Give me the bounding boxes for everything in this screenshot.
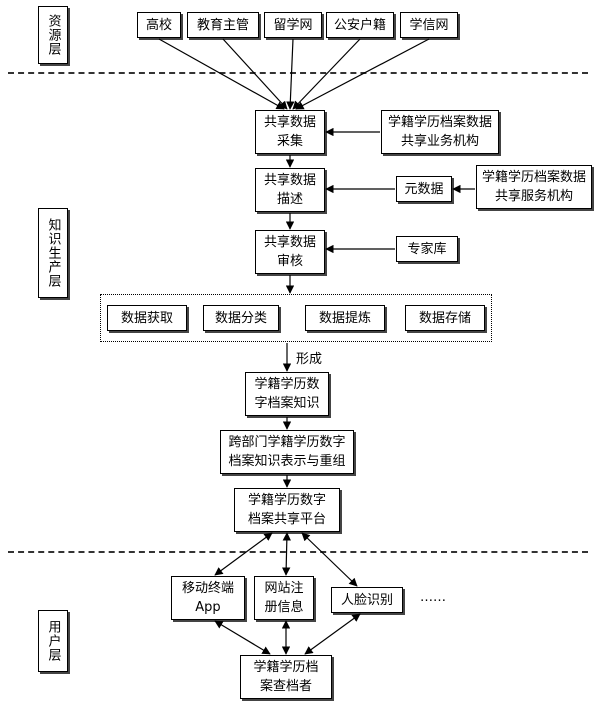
step-collect: 共享数据 采集	[255, 110, 325, 154]
mobile-app-box: 移动终端 App	[171, 576, 245, 620]
source-label: 公安户籍	[333, 17, 386, 33]
recombine-label: 跨部门学籍学历数字 档案知识表示与重组	[228, 435, 346, 469]
arrow-chsi-collect	[295, 38, 430, 110]
process-classify: 数据分类	[203, 305, 279, 331]
layer-label-resource: 资源层	[38, 6, 68, 64]
arrow-platform-mobile	[214, 532, 273, 576]
mobile-app-label: 移动终端 App	[181, 581, 234, 615]
arrow-face-querier	[304, 613, 361, 655]
web-registration-box: 网站注 册信息	[254, 576, 314, 620]
metadata-label: 元数据	[404, 181, 444, 197]
source-label: 学信网	[409, 17, 449, 33]
process-refine: 数据提炼	[305, 305, 385, 331]
arrow-education-collect	[222, 38, 288, 110]
process-acquire: 数据获取	[107, 305, 187, 331]
layer-divider-bottom	[8, 551, 588, 553]
platform-label: 学籍学历数字 档案共享平台	[247, 493, 326, 527]
source-box-university: 高校	[137, 12, 181, 38]
expert-db-box: 专家库	[396, 236, 458, 262]
face-recognition-box: 人脸识别	[331, 587, 403, 613]
process-store: 数据存储	[405, 305, 485, 331]
arrow-university-collect	[158, 38, 285, 110]
source-box-chsi: 学信网	[400, 12, 458, 38]
step-review: 共享数据 审核	[255, 230, 325, 274]
more-terminals-ellipsis: ……	[420, 590, 446, 605]
arrow-household-collect	[292, 38, 361, 110]
source-box-education-authority: 教育主管	[187, 12, 259, 38]
face-recognition-label: 人脸识别	[340, 592, 393, 608]
metadata-box: 元数据	[396, 176, 452, 202]
layer-divider-top	[8, 72, 588, 74]
source-label: 教育主管	[196, 17, 249, 33]
process-label: 数据获取	[120, 310, 173, 326]
source-box-household-registration: 公安户籍	[326, 12, 394, 38]
process-label: 数据分类	[214, 310, 267, 326]
querier-box: 学籍学历档 案查档者	[240, 655, 332, 699]
step-collect-label: 共享数据 采集	[263, 115, 316, 149]
step-review-label: 共享数据 审核	[263, 235, 316, 269]
step-describe: 共享数据 描述	[255, 168, 325, 212]
arrow-mobile-querier	[214, 620, 271, 655]
source-box-study-abroad: 留学网	[264, 12, 322, 38]
process-group	[100, 294, 492, 342]
process-label: 数据存储	[418, 310, 471, 326]
process-label: 数据提炼	[318, 310, 371, 326]
knowledge-label: 学籍学历数 字档案知识	[254, 377, 320, 411]
step-describe-label: 共享数据 描述	[263, 173, 316, 207]
platform-box: 学籍学历数字 档案共享平台	[234, 488, 340, 532]
service-org-label: 学籍学历档案数据 共享服务机构	[481, 170, 586, 204]
layer-label-user: 用户层	[38, 610, 68, 672]
source-label: 留学网	[273, 17, 313, 33]
layer-label-knowledge: 知识生产层	[38, 208, 68, 298]
form-label: 形成	[296, 352, 323, 367]
knowledge-box: 学籍学历数 字档案知识	[245, 372, 329, 416]
web-registration-label: 网站注 册信息	[264, 581, 304, 615]
business-org-box: 学籍学历档案数据 共享业务机构	[381, 110, 499, 154]
expert-db-label: 专家库	[407, 241, 447, 257]
recombine-box: 跨部门学籍学历数字 档案知识表示与重组	[220, 430, 354, 474]
arrow-studyabroad-collect	[286, 38, 295, 110]
service-org-box: 学籍学历档案数据 共享服务机构	[476, 165, 592, 209]
business-org-label: 学籍学历档案数据 共享业务机构	[387, 115, 492, 149]
arrow-platform-face	[301, 532, 358, 587]
querier-label: 学籍学历档 案查档者	[253, 660, 319, 694]
source-label: 高校	[145, 17, 172, 33]
arrow-platform-web	[281, 532, 292, 576]
